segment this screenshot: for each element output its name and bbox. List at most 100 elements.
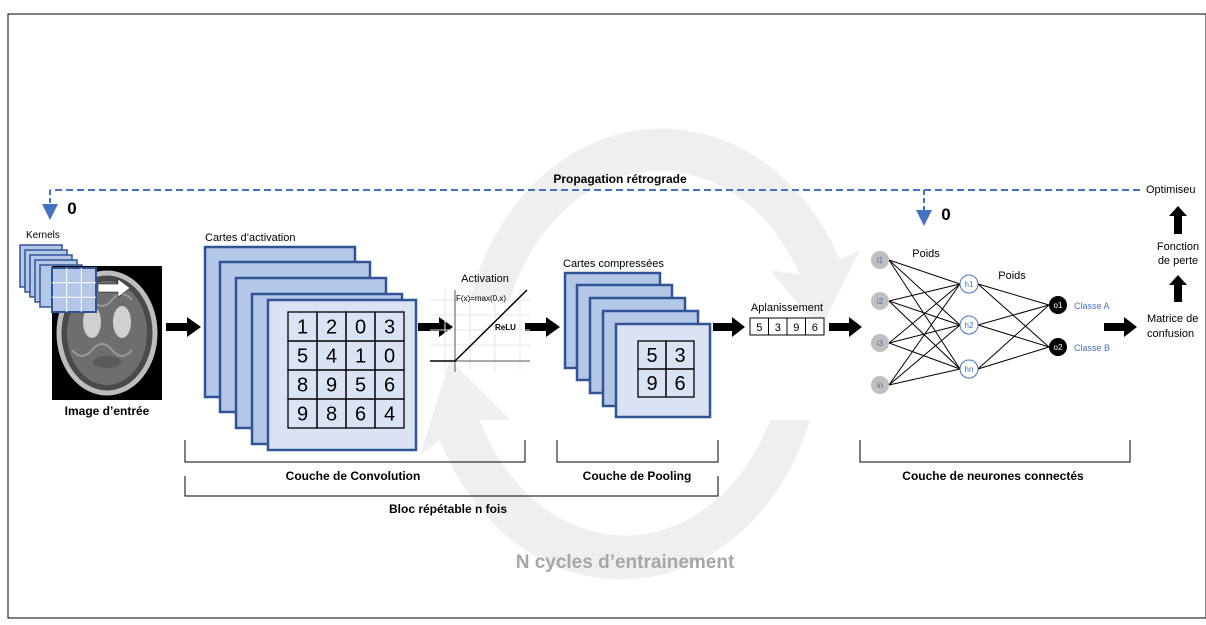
- arrow-confusion-to-loss: [1169, 275, 1187, 302]
- edge-input-hidden: [888, 368, 961, 386]
- slide-arrow: [97, 278, 131, 298]
- output-node: [1049, 338, 1067, 356]
- conv-cell-value: 6: [355, 404, 366, 426]
- relu-chart: [430, 289, 530, 372]
- hidden-node: [959, 359, 979, 379]
- input-image-label: Image d’entrée: [65, 404, 150, 418]
- weights-label-2: Poids: [998, 270, 1026, 282]
- output-node-label: o1: [1054, 301, 1063, 310]
- block-section-label: Bloc répétable n fois: [389, 502, 507, 516]
- hidden-node-label: hn: [965, 365, 974, 374]
- flatten-cell-value: 9: [793, 322, 799, 334]
- edge-input-hidden: [888, 283, 961, 386]
- edge-input-hidden: [888, 259, 961, 370]
- conv-cell-value: 9: [326, 375, 337, 397]
- kernels-label: Kernels: [26, 230, 60, 241]
- loss-label-2: de perte: [1158, 255, 1198, 267]
- conv-cell-value: 8: [297, 375, 308, 397]
- conv-cell-value: 6: [384, 375, 395, 397]
- class-label: Classe A: [1074, 301, 1110, 311]
- input-node: [871, 292, 889, 310]
- conv-cell-value: 1: [355, 346, 366, 368]
- conv-cell-value: 3: [384, 317, 395, 339]
- flatten-cell-value: 3: [775, 322, 781, 334]
- edge-input-hidden: [888, 324, 961, 386]
- arrow-loss-to-optimizer: [1169, 206, 1187, 234]
- outer-frame: [7, 13, 1206, 619]
- edge-input-hidden: [888, 259, 961, 285]
- edge-hidden-output: [977, 346, 1050, 370]
- edge-input-hidden: [888, 283, 961, 302]
- flatten-label: Aplanissement: [751, 302, 823, 314]
- conv-cell-value: 4: [326, 346, 337, 368]
- activation-label: Activation: [461, 273, 509, 285]
- edge-input-hidden: [888, 342, 961, 370]
- hidden-node: [959, 274, 979, 294]
- hidden-node-label: h1: [965, 280, 974, 289]
- conv-cell-value: 8: [326, 404, 337, 426]
- input-node-label: i3: [877, 339, 884, 348]
- edge-hidden-output: [977, 304, 1050, 326]
- arrow-flatten-to-fc: [829, 317, 862, 337]
- pool-cell-value: 3: [674, 345, 685, 367]
- conv-cell-value: 0: [384, 346, 395, 368]
- conv-section-label: Couche de Convolution: [286, 469, 421, 483]
- zero-symbol-1: 0: [67, 199, 76, 218]
- input-node: [871, 334, 889, 352]
- input-node: [871, 376, 889, 394]
- flatten-cell-value: 5: [756, 322, 762, 334]
- zero-symbol-2: 0: [941, 205, 950, 224]
- cycles-label: N cycles d’entrainement: [516, 552, 735, 573]
- output-node: [1049, 296, 1067, 314]
- hidden-node: [959, 315, 979, 335]
- conv-cell-value: 2: [326, 317, 337, 339]
- pool-bracket: [556, 440, 719, 463]
- arrow-image-to-conv: [166, 317, 201, 337]
- conv-cell-value: 1: [297, 317, 308, 339]
- brackets: [184, 440, 1131, 497]
- input-node-label: in: [877, 381, 883, 390]
- backprop-line: [42, 189, 1140, 226]
- edge-input-hidden: [888, 283, 961, 344]
- fc-section-label: Couche de neurones connectés: [902, 469, 1084, 483]
- flow-arrows: [166, 317, 1137, 337]
- output-node-label: o2: [1054, 343, 1063, 352]
- input-node-label: i1: [877, 256, 884, 265]
- arrow-fc-to-confusion: [1104, 317, 1137, 337]
- relu-label: ReLU: [495, 323, 516, 332]
- block-bracket: [184, 476, 719, 497]
- cycle-watermark: [420, 128, 860, 580]
- kernel-overlay: [51, 267, 97, 313]
- edge-hidden-output: [977, 304, 1050, 370]
- conv-cell: [374, 398, 405, 429]
- pool-cell-value: 9: [646, 373, 657, 395]
- input-node-label: i2: [877, 297, 884, 306]
- optimizer-label: Optimiseu: [1146, 184, 1196, 196]
- conv-cell-value: 4: [384, 404, 395, 426]
- activation-maps-stack: [203, 245, 418, 452]
- pool-cell-value: 5: [646, 345, 657, 367]
- conv-cell-value: 5: [297, 346, 308, 368]
- compressed-maps-label: Cartes compressées: [563, 258, 664, 270]
- loss-label-1: Fonction: [1157, 241, 1199, 253]
- arrow-conv-to-activation: [418, 317, 453, 337]
- edge-hidden-output: [977, 283, 1050, 306]
- confusion-label-1: Matrice de: [1147, 313, 1198, 325]
- weights-label-1: Poids: [912, 248, 940, 260]
- flatten-cell-value: 6: [812, 322, 818, 334]
- conv-cell-value: 9: [297, 404, 308, 426]
- class-label: Classe B: [1074, 343, 1110, 353]
- conv-cell-value: 0: [355, 317, 366, 339]
- conv-cell-value: 5: [355, 375, 366, 397]
- conv-bracket: [184, 440, 526, 463]
- fc-bracket: [859, 440, 1131, 463]
- arrow-pool-to-flatten: [713, 317, 745, 337]
- flatten-cell: [805, 317, 825, 336]
- pool-section-label: Couche de Pooling: [583, 469, 692, 483]
- input-node: [871, 251, 889, 269]
- network-edges: [888, 259, 1050, 386]
